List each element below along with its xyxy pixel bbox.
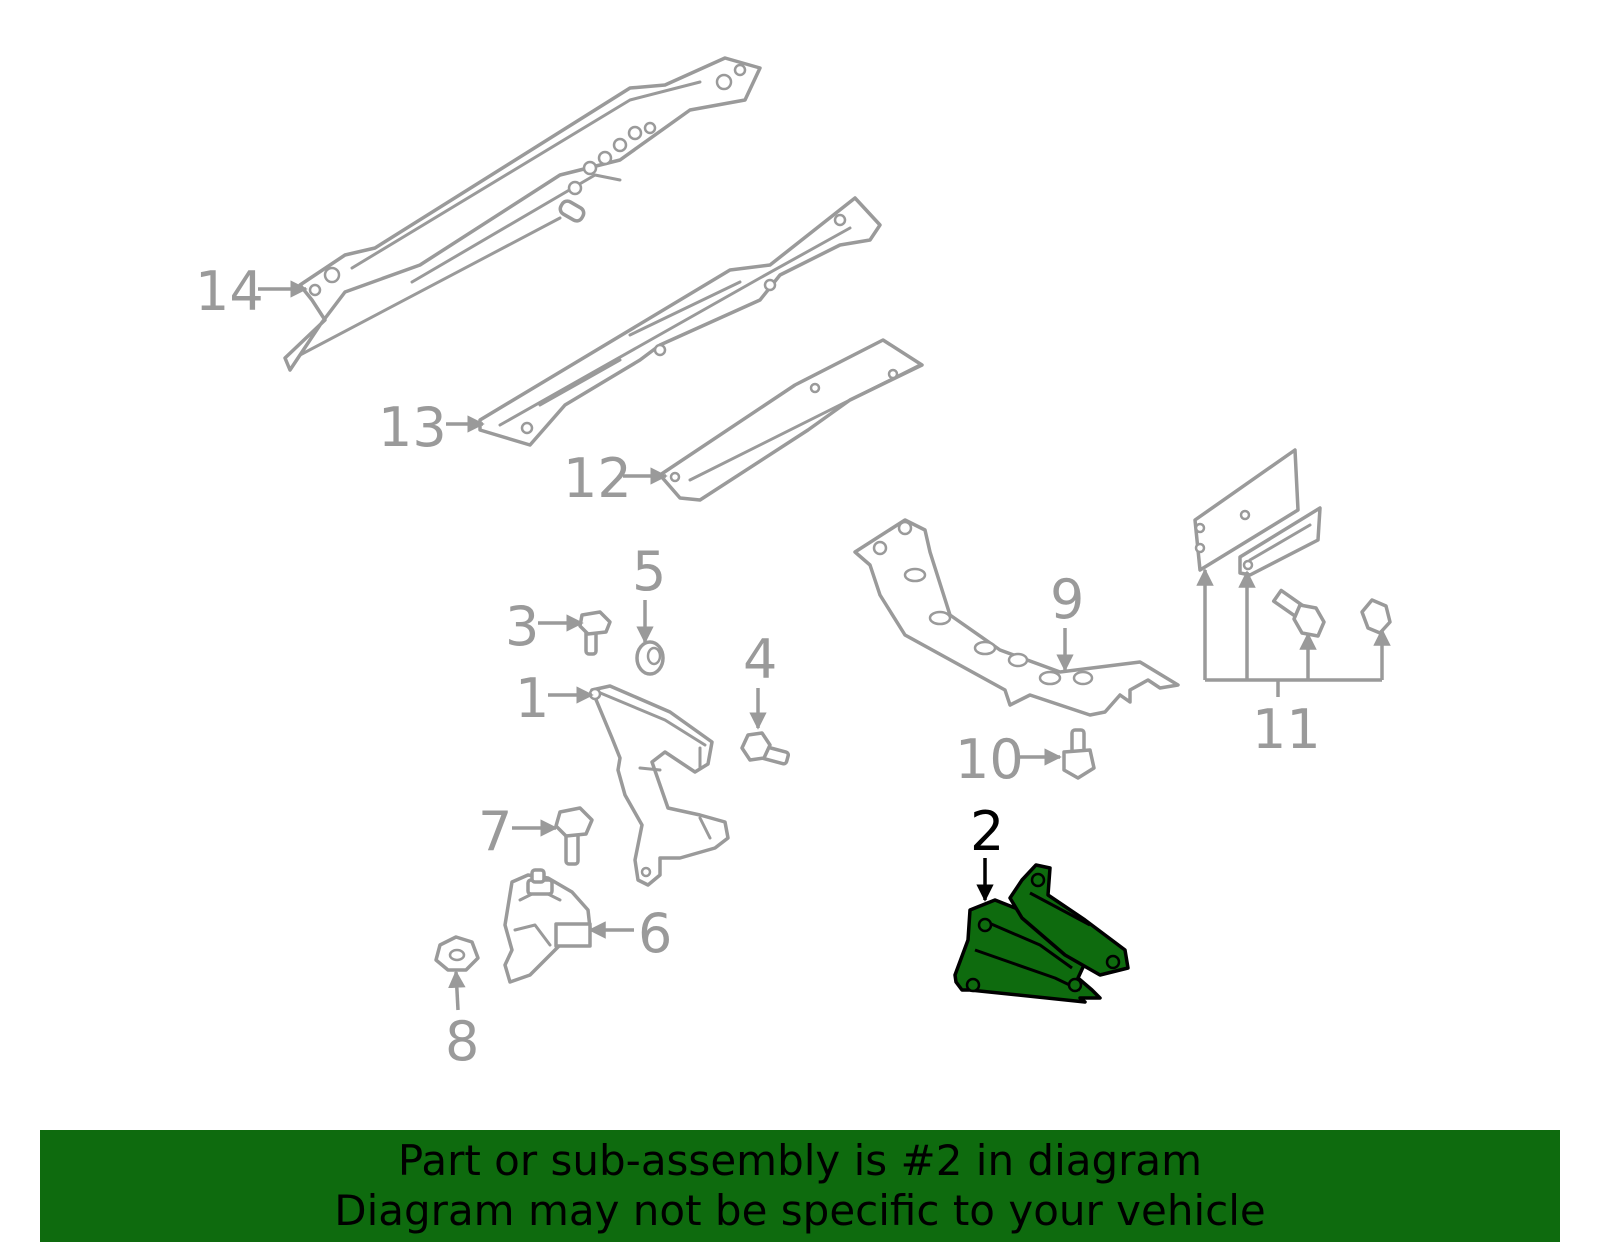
leader-lines	[258, 280, 1391, 1011]
banner-line-1: Part or sub-assembly is #2 in diagram	[397, 1136, 1203, 1185]
callout-8: 8	[445, 1010, 479, 1073]
callout-3: 3	[505, 595, 539, 658]
callout-4: 4	[743, 628, 777, 691]
part-9-crossmember	[853, 518, 1180, 717]
part-8-nut	[434, 935, 480, 972]
callout-11: 11	[1252, 698, 1321, 761]
part-11-bracket-set	[1193, 448, 1392, 638]
part-1-bracket	[588, 684, 730, 887]
part-11-bolt	[1271, 588, 1326, 638]
part-2-bracket-highlighted	[953, 863, 1130, 1004]
part-3-bolt	[578, 610, 612, 656]
callout-7: 7	[478, 800, 512, 863]
callout-10: 10	[955, 728, 1024, 791]
callout-6: 6	[638, 902, 672, 965]
part-6-mount	[503, 868, 592, 984]
part-12-plate	[658, 338, 924, 502]
part-4-bolt	[740, 731, 791, 766]
info-banner: Part or sub-assembly is #2 in diagram Di…	[40, 1130, 1560, 1242]
callouts: 14 13 12 5 3 1 4 7 6 8 9 10 11 2	[195, 260, 1321, 1073]
callout-14: 14	[195, 260, 264, 323]
callout-9: 9	[1050, 568, 1084, 631]
part-13-rail	[478, 196, 882, 447]
part-10-bolt	[1062, 728, 1096, 780]
part-7-bolt	[554, 806, 594, 866]
part-5-grommet	[635, 640, 665, 676]
callout-12: 12	[563, 447, 632, 510]
leader-11	[1196, 568, 1391, 697]
leader-8	[448, 970, 466, 1011]
parts-diagram: 14 13 12 5 3 1 4 7 6 8 9 10 11 2	[195, 56, 1392, 1073]
callout-2: 2	[970, 800, 1004, 863]
callout-1: 1	[515, 667, 549, 730]
part-11-nut	[1360, 598, 1392, 635]
part-14-rail	[283, 56, 762, 372]
callout-5: 5	[632, 540, 666, 603]
callout-13: 13	[378, 396, 447, 459]
banner-line-2: Diagram may not be specific to your vehi…	[334, 1186, 1266, 1235]
